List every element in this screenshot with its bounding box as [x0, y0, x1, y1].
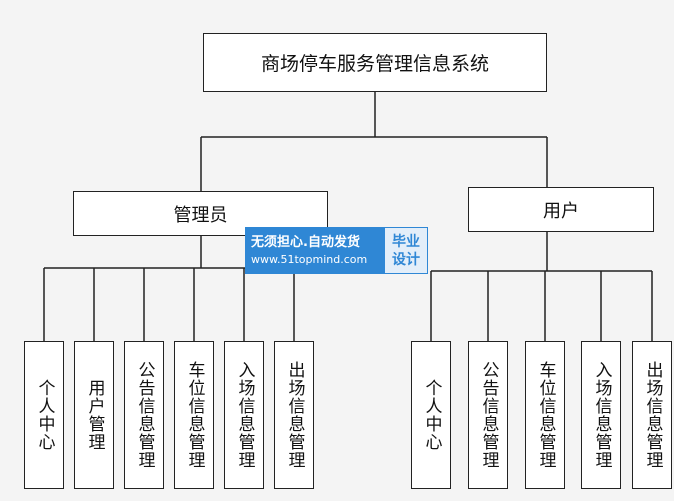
leaf-label: 入场信息管理 [234, 361, 255, 469]
user-leaf-parking-space-management: 车位信息管理 [525, 341, 565, 489]
leaf-label: 个人中心 [421, 379, 442, 451]
leaf-label: 车位信息管理 [184, 361, 205, 469]
admin-leaf-user-management: 用户管理 [74, 341, 114, 489]
root-node-label: 商场停车服务管理信息系统 [260, 53, 489, 75]
watermark-banner: 无须担心.自动发货 www.51topmind.com 毕业 设计 [245, 227, 428, 274]
root-node: 商场停车服务管理信息系统 [203, 33, 547, 92]
leaf-label: 车位信息管理 [535, 361, 556, 469]
leaf-label: 公告信息管理 [134, 361, 155, 469]
user-leaf-exit-management: 出场信息管理 [632, 341, 672, 489]
watermark-badge-line1: 毕业 [392, 233, 420, 250]
leaf-label: 公告信息管理 [478, 361, 499, 469]
leaf-label: 入场信息管理 [591, 361, 612, 469]
leaf-label: 出场信息管理 [642, 361, 663, 469]
user-leaf-notice-management: 公告信息管理 [468, 341, 508, 489]
admin-node-label: 管理员 [173, 204, 228, 226]
admin-leaf-entry-management: 入场信息管理 [224, 341, 264, 489]
watermark-url: www.51topmind.com [251, 252, 368, 266]
watermark-badge-line2: 设计 [392, 251, 420, 268]
admin-leaf-personal-center: 个人中心 [24, 341, 64, 489]
leaf-label: 用户管理 [84, 379, 105, 451]
watermark-badge: 毕业 设计 [384, 227, 428, 274]
watermark-main-text: 无须担心.自动发货 [251, 234, 360, 250]
admin-leaf-exit-management: 出场信息管理 [274, 341, 314, 489]
leaf-label: 个人中心 [34, 379, 55, 451]
admin-leaf-notice-management: 公告信息管理 [124, 341, 164, 489]
admin-leaf-parking-space-management: 车位信息管理 [174, 341, 214, 489]
leaf-label: 出场信息管理 [284, 361, 305, 469]
watermark-text-block: 无须担心.自动发货 www.51topmind.com [245, 227, 384, 274]
user-node: 用户 [468, 187, 654, 232]
user-node-label: 用户 [543, 200, 579, 222]
user-leaf-entry-management: 入场信息管理 [581, 341, 621, 489]
user-leaf-personal-center: 个人中心 [411, 341, 451, 489]
